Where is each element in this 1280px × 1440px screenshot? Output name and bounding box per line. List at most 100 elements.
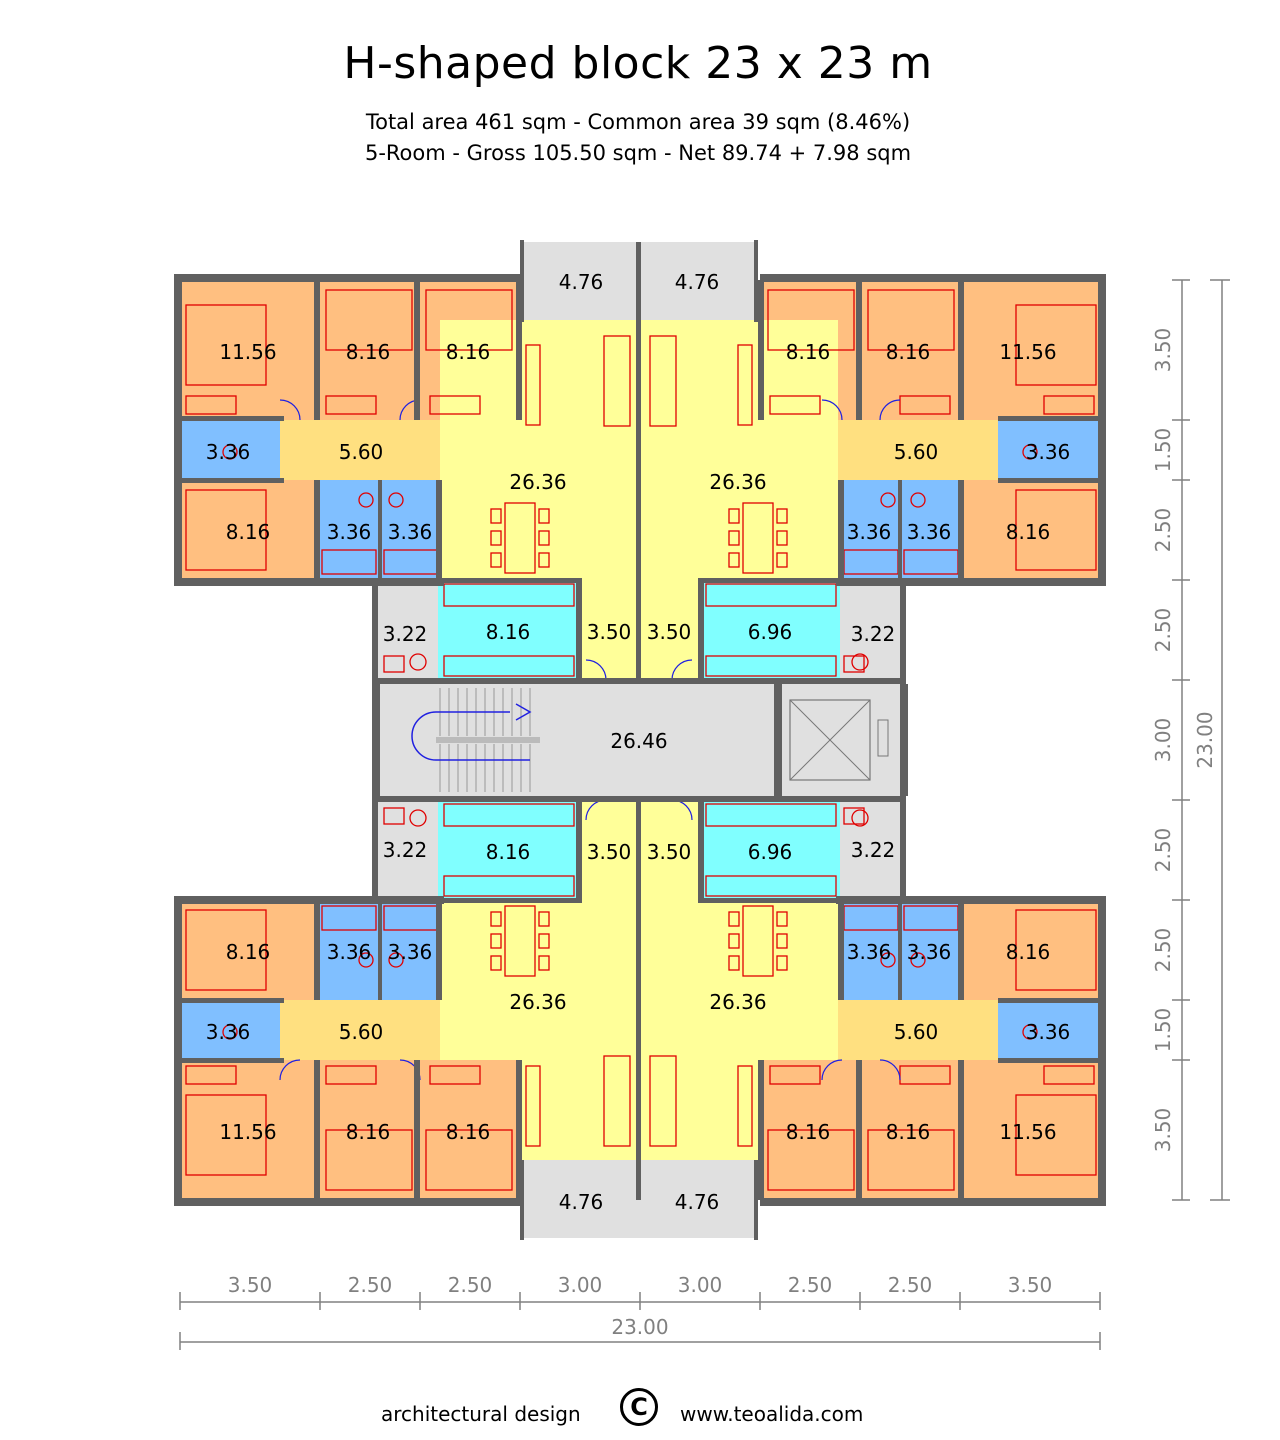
bathtub-icon bbox=[321, 905, 377, 931]
wall bbox=[838, 480, 844, 580]
wardrobe-icon bbox=[1043, 1065, 1095, 1085]
room-area-label: 3.36 bbox=[206, 1020, 251, 1044]
furniture-layer bbox=[185, 289, 1097, 1191]
website-link[interactable]: www.teoalida.com bbox=[680, 1402, 864, 1426]
room-area-label: 8.16 bbox=[1006, 520, 1051, 544]
kitchen-counter-icon bbox=[443, 803, 575, 827]
room-area-label: 8.16 bbox=[346, 1120, 391, 1144]
wall bbox=[760, 274, 1106, 282]
room-area-label: 8.16 bbox=[446, 340, 491, 364]
wall bbox=[174, 274, 182, 584]
bed-icon bbox=[1015, 489, 1097, 571]
wall bbox=[958, 1060, 964, 1200]
sofa-icon bbox=[649, 1055, 677, 1147]
bottom-dimension-label: 2.50 bbox=[348, 1273, 393, 1297]
wall bbox=[838, 900, 844, 1000]
bed-icon bbox=[185, 489, 267, 571]
wall bbox=[378, 900, 382, 1000]
wall bbox=[436, 900, 442, 1000]
right-dimension-label: 1.50 bbox=[1151, 428, 1175, 473]
toilet-icon bbox=[910, 952, 926, 968]
wall bbox=[958, 280, 964, 420]
wall bbox=[414, 1060, 420, 1200]
washbasin-icon bbox=[851, 653, 869, 671]
wall bbox=[520, 240, 524, 322]
wall bbox=[754, 240, 758, 322]
door-swing bbox=[671, 659, 693, 681]
wall bbox=[174, 578, 444, 586]
chair-icon bbox=[538, 552, 550, 568]
room-area-label: 3.36 bbox=[907, 940, 952, 964]
toilet-icon bbox=[1022, 444, 1038, 460]
wall bbox=[378, 480, 382, 580]
room-area-label: 3.22 bbox=[383, 838, 428, 862]
wall bbox=[836, 578, 1106, 586]
bed-icon bbox=[867, 1129, 955, 1191]
room-area-label: 26.36 bbox=[709, 470, 766, 494]
chair-icon bbox=[776, 933, 788, 949]
room-common-1 bbox=[640, 242, 758, 320]
room-area-label: 6.96 bbox=[748, 620, 793, 644]
wall bbox=[372, 796, 906, 802]
footer: architectural design C www.teoalida.com bbox=[0, 1386, 1280, 1430]
chair-icon bbox=[728, 911, 740, 927]
bottom-dimension-label: 3.50 bbox=[228, 1273, 273, 1297]
wall bbox=[998, 478, 1102, 483]
bed-icon bbox=[325, 1129, 413, 1191]
toilet-icon bbox=[880, 952, 896, 968]
bottom-dimension-label: 2.50 bbox=[448, 1273, 493, 1297]
room-bedroom-7 bbox=[960, 280, 1102, 420]
wall bbox=[372, 678, 906, 684]
dining-table-icon bbox=[742, 905, 774, 977]
room-bedroom-37 bbox=[960, 900, 1102, 1000]
bed-icon bbox=[325, 289, 413, 351]
right-dimension-label: 1.50 bbox=[1151, 1008, 1175, 1053]
room-common-0 bbox=[522, 242, 640, 320]
room-hall-12 bbox=[838, 420, 998, 480]
chair-icon bbox=[776, 530, 788, 546]
room-area-label: 8.16 bbox=[786, 1120, 831, 1144]
wall bbox=[174, 274, 520, 282]
tv-unit-icon bbox=[737, 344, 753, 426]
wardrobe-icon bbox=[325, 1065, 377, 1085]
room-bedroom-32 bbox=[178, 900, 318, 1000]
wall bbox=[372, 684, 380, 796]
wardrobe-icon bbox=[899, 395, 951, 415]
door-swing bbox=[279, 399, 301, 421]
kitchen-counter-icon bbox=[705, 803, 837, 827]
room-area-label: 8.16 bbox=[346, 340, 391, 364]
toilet-icon bbox=[910, 492, 926, 508]
wall bbox=[576, 800, 582, 900]
toilet-icon bbox=[358, 952, 374, 968]
right-dimension-label: 3.50 bbox=[1151, 1108, 1175, 1153]
door-swing bbox=[879, 1059, 901, 1081]
room-area-label: 3.22 bbox=[383, 622, 428, 646]
wall bbox=[1098, 896, 1106, 1206]
copyright-icon: C bbox=[620, 1388, 658, 1426]
bottom-dimension-label: 2.50 bbox=[788, 1273, 833, 1297]
washbasin-icon bbox=[409, 809, 427, 827]
wardrobe-icon bbox=[185, 1065, 237, 1085]
chair-icon bbox=[538, 911, 550, 927]
wall bbox=[900, 796, 906, 900]
room-bath-18 bbox=[900, 480, 960, 580]
door-swing bbox=[879, 399, 901, 421]
room-area-label: 8.16 bbox=[446, 1120, 491, 1144]
kitchen-counter-icon bbox=[705, 655, 837, 677]
bed-icon bbox=[867, 289, 955, 351]
bed-icon bbox=[767, 1129, 855, 1191]
wall bbox=[178, 1058, 284, 1063]
room-area-label: 8.16 bbox=[786, 340, 831, 364]
bed-icon bbox=[767, 289, 855, 351]
bed-icon bbox=[1015, 909, 1097, 991]
page-title: H-shaped block 23 x 23 m bbox=[343, 38, 933, 89]
wall bbox=[698, 580, 704, 680]
room-area-label: 11.56 bbox=[999, 340, 1056, 364]
room-bath-15 bbox=[318, 480, 380, 580]
wall bbox=[174, 896, 182, 1206]
sink-icon bbox=[383, 807, 405, 825]
wardrobe-icon bbox=[429, 395, 481, 415]
chair-icon bbox=[490, 911, 502, 927]
bathtub-icon bbox=[321, 549, 377, 575]
